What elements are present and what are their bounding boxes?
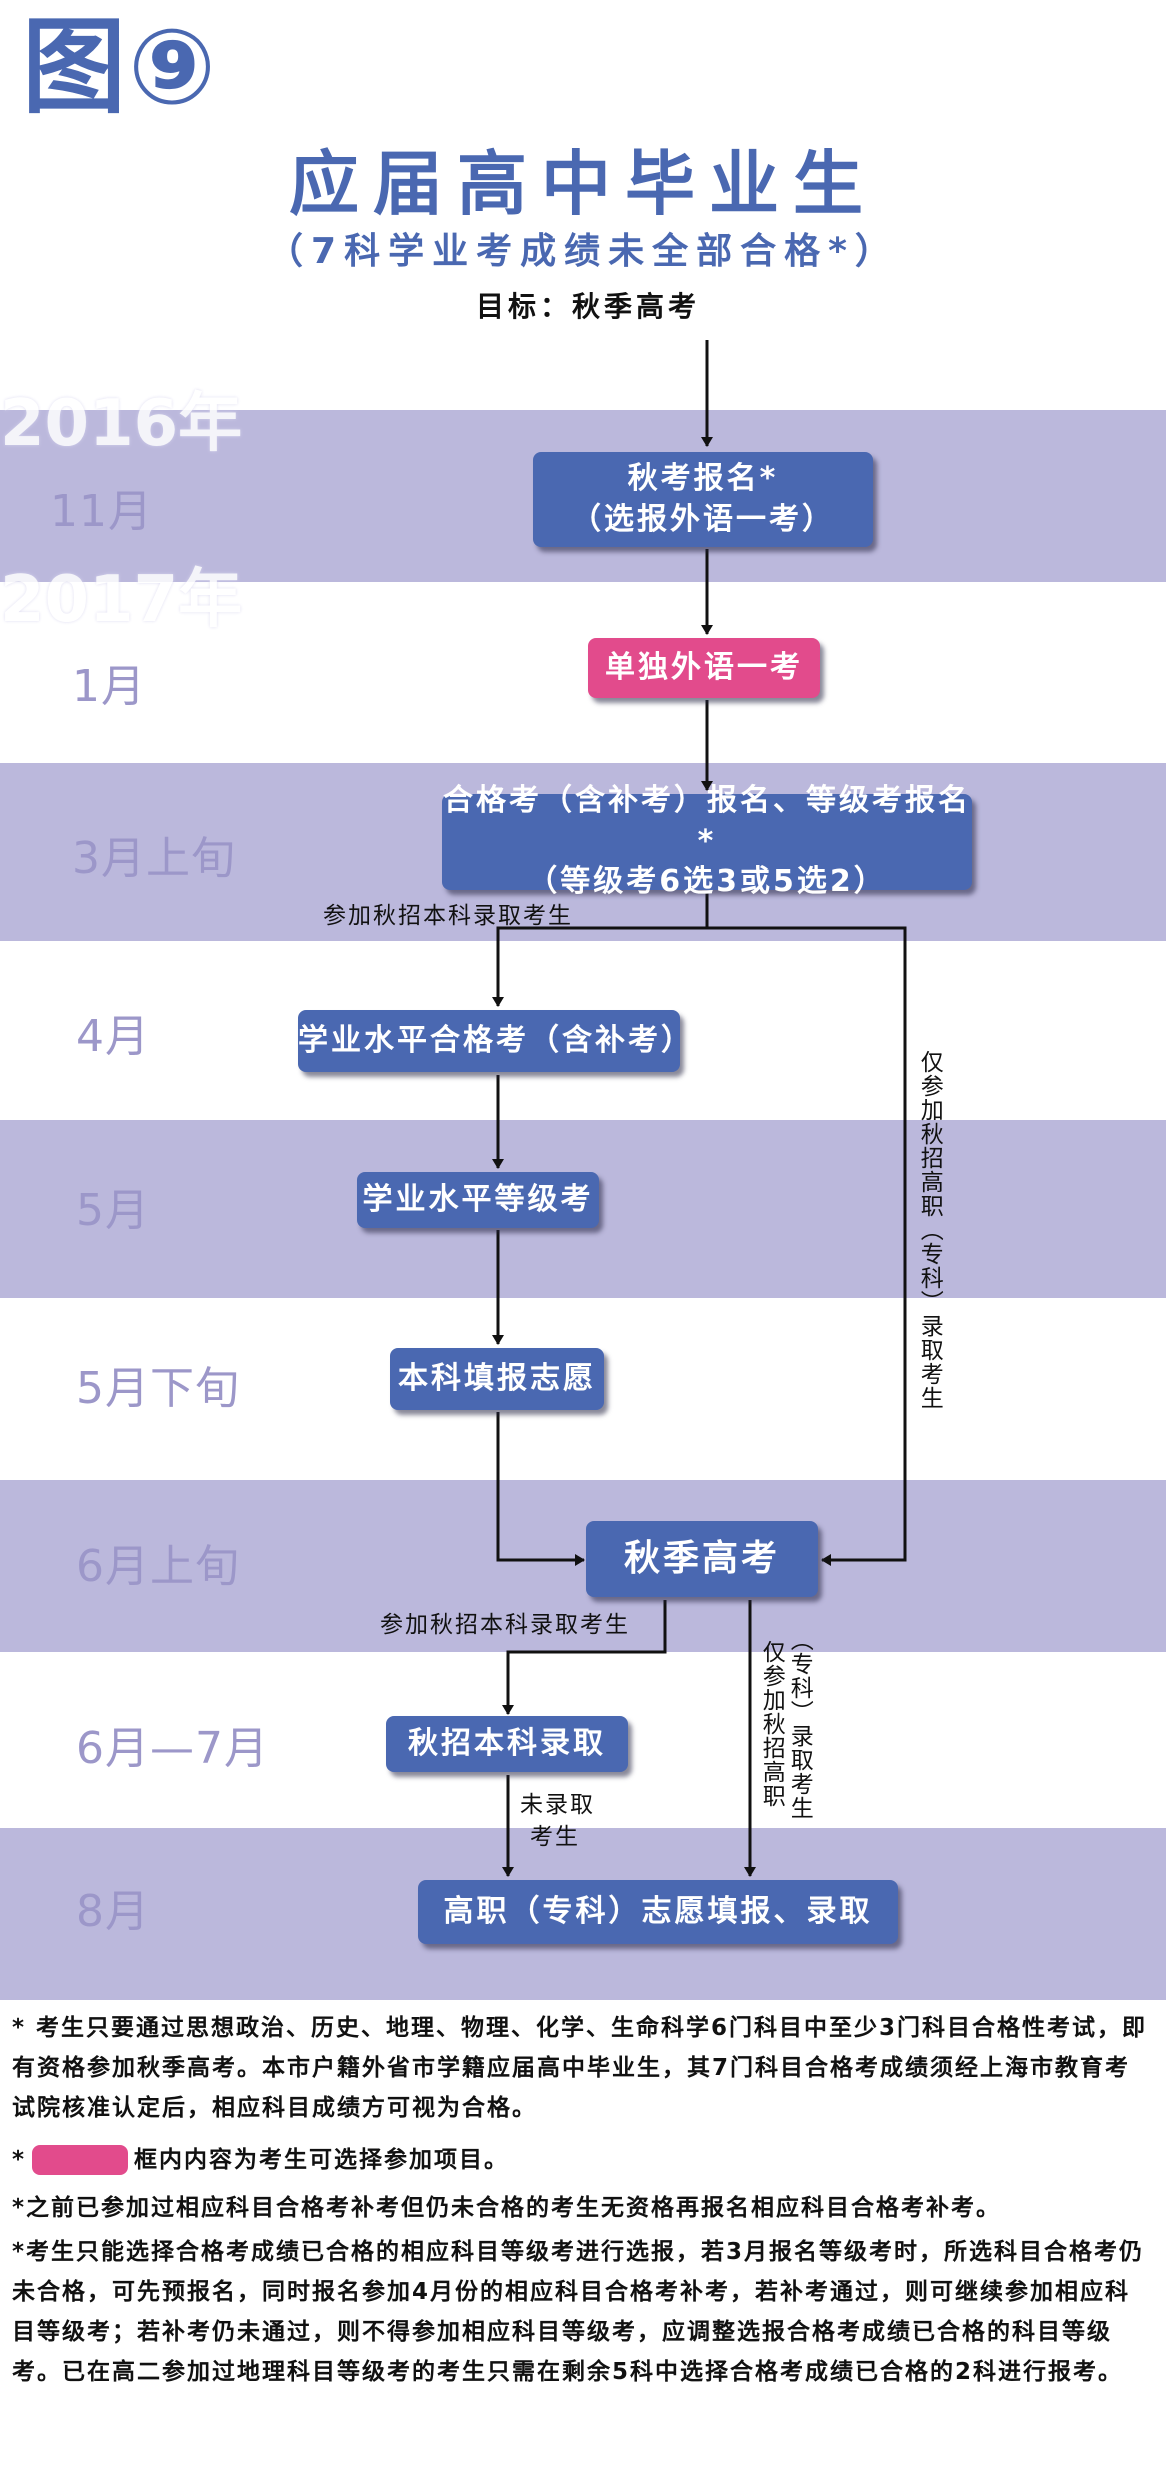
edge-label-vocational-only-1: 仅参加秋招高职（专科）录取考生: [916, 1050, 943, 1410]
autumn-signup-box: 秋考报名* （选报外语一考）: [533, 452, 873, 547]
month-jun-early: 6月上旬: [76, 1541, 240, 1592]
level-exam-box: 学业水平等级考: [357, 1172, 599, 1228]
month-jan: 1月: [72, 661, 146, 712]
pass-exam-box: 学业水平合格考（含补考）: [298, 1010, 694, 1072]
undergrad-admission-box: 秋招本科录取: [386, 1716, 628, 1772]
month-may: 5月: [76, 1185, 150, 1236]
autumn-exam-box: 秋季高考: [586, 1521, 818, 1597]
month-may-late: 5月下旬: [76, 1363, 240, 1414]
page-subtitle: （7科学业考成绩未全部合格*）: [267, 231, 899, 272]
foreign-language-exam-label: 单独外语一考: [605, 649, 803, 685]
goal-text: 目标：秋季高考: [475, 290, 700, 323]
pass-signup-box: 合格考（含补考）报名、等级考报名* （等级考6选3或5选2）: [442, 783, 972, 899]
figure-label: 图⑨: [22, 6, 219, 128]
pass-signup-line1: 合格考（含补考）报名、等级考报名*: [443, 783, 971, 859]
arrow-wish-to-autumn: [496, 1412, 585, 1566]
edge-label-not-admitted-1: 未录取: [520, 1792, 595, 1818]
edge-label-vocational-only-2b: （专科）录取考生: [786, 1628, 813, 1820]
footnote-2-prefix: *: [12, 2147, 27, 2173]
edge-label-vocational-only-2a: 仅参加秋招高职: [758, 1640, 785, 1808]
edge-label-not-admitted-2: 考生: [530, 1824, 580, 1850]
autumn-signup-line1: 秋考报名*: [627, 461, 779, 496]
undergrad-admission-label: 秋招本科录取: [408, 1725, 606, 1761]
footnote-1: * 考生只要通过思想政治、历史、地理、物理、化学、生命科学6门科目中至少3门科目…: [12, 2015, 1148, 2121]
arrow-pass-signup-to-pass-exam: [492, 893, 709, 1007]
band-jun: [0, 1480, 1166, 1652]
foreign-language-exam-box: 单独外语一考: [588, 638, 820, 698]
page-title: 应届高中毕业生: [289, 143, 877, 225]
arrow-pass-signup-to-autumn-vocational: [707, 926, 907, 1566]
month-nov: 11月: [50, 486, 153, 537]
year-2017: 2017年: [0, 563, 243, 637]
autumn-signup-line2: （选报外语一考）: [571, 501, 835, 537]
edge-label-undergrad-candidates-2: 参加秋招本科录取考生: [380, 1612, 630, 1638]
level-exam-label: 学业水平等级考: [362, 1181, 594, 1217]
edge-label-undergrad-candidates-1: 参加秋招本科录取考生: [323, 903, 573, 929]
autumn-exam-label: 秋季高考: [623, 1537, 780, 1579]
footnote-2-text: 框内内容为考生可选择参加项目。: [134, 2147, 510, 2173]
pink-legend-swatch: [32, 2145, 129, 2175]
footnote-4: *考生只能选择合格考成绩已合格的相应科目等级考进行选报，若3月报名等级考时，所选…: [12, 2239, 1145, 2385]
undergrad-wish-label: 本科填报志愿: [398, 1360, 596, 1396]
footnote-2: * 框内内容为考生可选择参加项目。: [12, 2140, 1152, 2180]
pass-exam-label: 学业水平合格考（含补考）: [298, 1022, 694, 1058]
pass-signup-line2: （等级考6选3或5选2）: [527, 864, 887, 900]
month-jun-jul: 6月—7月: [76, 1723, 269, 1774]
undergrad-wish-box: 本科填报志愿: [390, 1348, 604, 1410]
month-mar-early: 3月上旬: [72, 833, 236, 884]
vocational-admission-box: 高职（专科）志愿填报、录取: [418, 1880, 898, 1944]
month-apr: 4月: [76, 1011, 150, 1062]
year-2016: 2016年: [0, 387, 243, 461]
arrow-autumn-to-undergrad: [502, 1600, 667, 1715]
footnote-3: *之前已参加过相应科目合格考补考但仍未合格的考生无资格再报名相应科目合格考补考。: [12, 2195, 1002, 2221]
month-aug: 8月: [76, 1886, 150, 1937]
vocational-admission-label: 高职（专科）志愿填报、录取: [443, 1893, 873, 1929]
